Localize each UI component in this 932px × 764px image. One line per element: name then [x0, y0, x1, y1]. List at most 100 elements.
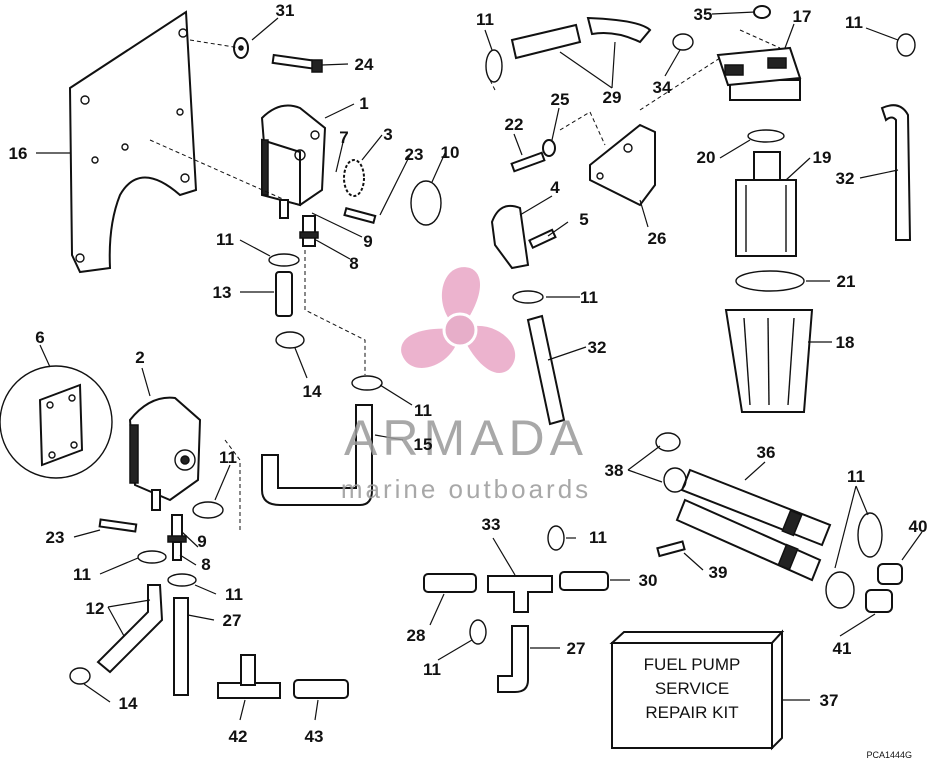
hose-30 — [559, 571, 609, 591]
watermark-brand: ARMADA — [344, 410, 588, 466]
callout-10: 10 — [441, 143, 460, 162]
callout-24: 24 — [355, 55, 374, 74]
kit-line-1: FUEL PUMP — [644, 655, 741, 674]
callout-42: 42 — [229, 727, 248, 746]
callout-41: 41 — [833, 639, 852, 658]
figure-code: PCA1444G — [866, 750, 912, 760]
filter-head-17 — [716, 46, 802, 101]
callout-9-lower: 9 — [197, 532, 206, 551]
fuel-pump-1 — [260, 104, 327, 219]
clamp-11-top-left — [485, 49, 503, 83]
callout-11-b: 11 — [414, 401, 432, 420]
callout-39: 39 — [709, 563, 728, 582]
callout-7: 7 — [339, 128, 348, 147]
watermark-tagline: marine outboards — [341, 474, 591, 504]
o-ring-10 — [410, 180, 442, 226]
connector-43 — [293, 679, 349, 699]
fitting-9-lower — [167, 514, 187, 561]
clamp-14-lower — [69, 667, 91, 685]
callout-23-lower: 23 — [46, 528, 65, 547]
clamp-11-upper — [268, 253, 300, 267]
callout-labels: 31 24 16 1 7 3 23 10 9 8 11 13 14 11 15 … — [9, 1, 928, 746]
repair-kit-box — [609, 629, 785, 751]
callout-2: 2 — [135, 348, 144, 367]
screw-39 — [656, 540, 686, 558]
washer-25 — [542, 139, 556, 157]
washer-31 — [233, 37, 249, 59]
callout-29: 29 — [603, 88, 622, 107]
armada-watermark: ARMADA marine outboards — [341, 267, 591, 504]
callout-11-e: 11 — [225, 585, 243, 604]
callout-11-k: 11 — [423, 660, 441, 679]
fuel-rail-36 — [675, 468, 832, 582]
hose-12 — [96, 584, 164, 674]
callout-23-upper: 23 — [405, 145, 424, 164]
callout-22: 22 — [505, 115, 524, 134]
callout-26: 26 — [648, 229, 667, 248]
callout-25: 25 — [551, 90, 570, 109]
callout-15: 15 — [414, 435, 433, 454]
tee-42 — [217, 654, 281, 699]
kit-line-3: REPAIR KIT — [645, 703, 738, 722]
clamp-11-b — [192, 501, 224, 519]
callout-6: 6 — [35, 328, 44, 347]
callout-14-upper: 14 — [303, 382, 322, 401]
clamp-11-right-b — [825, 571, 855, 609]
clamp-11-c — [137, 550, 167, 564]
callout-31: 31 — [276, 1, 295, 20]
callout-16: 16 — [9, 144, 28, 163]
filter-element-19 — [735, 151, 797, 257]
clamp-11-tee-top — [547, 525, 565, 551]
callout-11-f: 11 — [476, 10, 494, 29]
hose-32-mid — [526, 314, 566, 426]
callout-20: 20 — [697, 148, 716, 167]
screw-24 — [271, 53, 323, 73]
clamp-34 — [672, 33, 694, 51]
clamp-11-mid-right — [512, 290, 544, 304]
clamp-11-tee-bottom — [469, 619, 487, 645]
hose-28 — [423, 573, 477, 593]
plug-40 — [877, 563, 903, 585]
clamp-11-mid — [351, 375, 383, 391]
callout-36: 36 — [757, 443, 776, 462]
washer-35 — [753, 5, 771, 19]
callout-40: 40 — [909, 517, 928, 536]
callout-3: 3 — [383, 125, 392, 144]
screw-23 — [343, 206, 377, 224]
clamp-11-d — [167, 573, 197, 587]
callout-13: 13 — [213, 283, 232, 302]
callout-11-g: 11 — [845, 13, 863, 32]
callout-18: 18 — [836, 333, 855, 352]
bracket-26 — [589, 123, 656, 207]
hose-29 — [510, 16, 652, 60]
clamp-38-b — [663, 467, 687, 493]
hose-32-right — [880, 104, 912, 241]
callout-14-lower: 14 — [119, 694, 138, 713]
callout-19: 19 — [813, 148, 832, 167]
hose-15 — [261, 404, 373, 506]
callout-5: 5 — [579, 210, 588, 229]
callout-27-right: 27 — [567, 639, 586, 658]
screw-5 — [528, 228, 557, 250]
elbow-fitting-8 — [299, 215, 319, 247]
clamp-11-right-a — [857, 512, 883, 558]
screw-23-lower — [98, 518, 138, 533]
callout-8-lower: 8 — [201, 555, 210, 574]
o-ring-21 — [735, 270, 805, 292]
tee-33 — [487, 575, 553, 613]
diaphragm-3 — [343, 159, 365, 197]
callout-35: 35 — [694, 5, 713, 24]
filter-bowl-18 — [724, 309, 814, 413]
clamp-38-a — [655, 432, 681, 452]
callout-11-d: 11 — [73, 565, 91, 584]
callout-8-upper: 8 — [349, 254, 358, 273]
callout-11-i: 11 — [847, 467, 865, 486]
callout-21: 21 — [837, 272, 856, 291]
clamp-11-top-right — [896, 33, 916, 57]
callout-33: 33 — [482, 515, 501, 534]
leader-lines — [36, 11, 923, 721]
callout-37: 37 — [820, 691, 839, 710]
gasket-detail-6 — [0, 365, 113, 479]
